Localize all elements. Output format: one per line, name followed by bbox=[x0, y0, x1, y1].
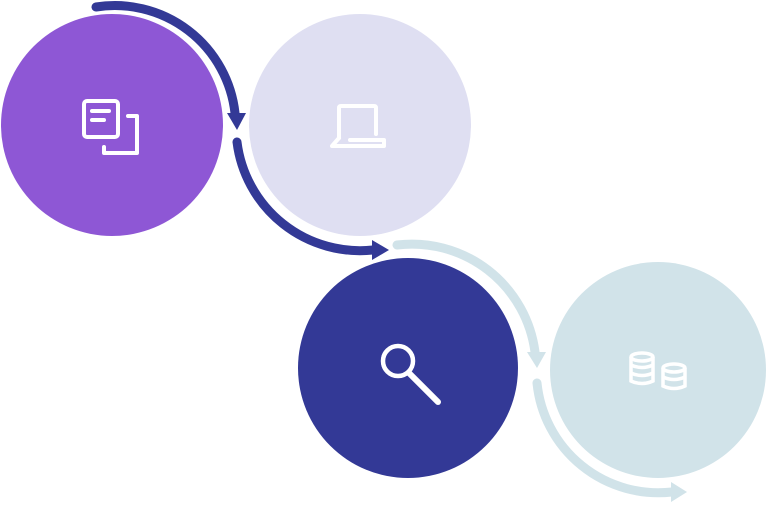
laptop-icon bbox=[330, 104, 386, 148]
arrow-4-out bbox=[532, 378, 687, 502]
arrow-2-to-3 bbox=[232, 137, 389, 260]
coins-icon bbox=[629, 351, 687, 391]
arrow-1-to-2 bbox=[91, 1, 246, 130]
step-2-circle bbox=[249, 14, 471, 236]
magnifier-icon bbox=[380, 343, 441, 405]
step-1-circle bbox=[1, 14, 223, 236]
step-3-circle bbox=[298, 258, 518, 478]
arrow-3-to-4 bbox=[392, 239, 546, 368]
step-4-circle bbox=[550, 262, 766, 478]
documents-icon bbox=[82, 99, 139, 155]
